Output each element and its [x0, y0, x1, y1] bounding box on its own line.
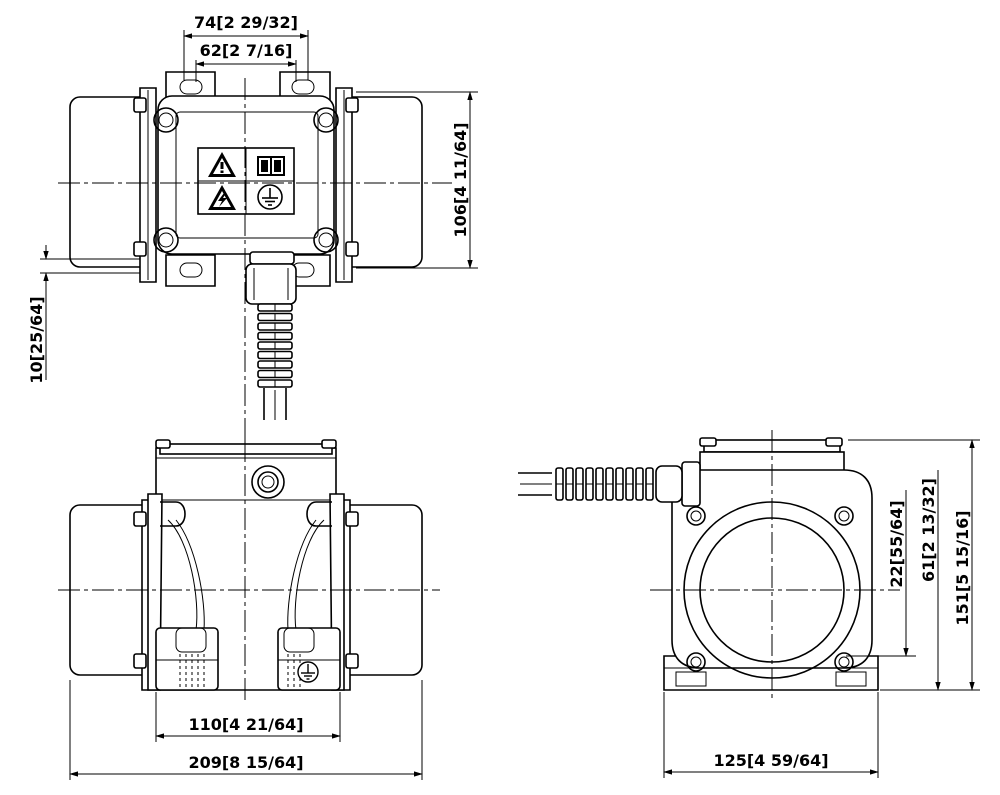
- dim-side-center-to-foot: 22[55/64]: [887, 500, 906, 587]
- dim-side-base-width: 125[4 59/64]: [713, 751, 828, 770]
- front-terminal-lid: [159, 443, 333, 455]
- top-foot-lower-left: [165, 254, 216, 287]
- top-slot-ur: [291, 79, 315, 95]
- front-view: [58, 439, 440, 700]
- top-slot-ll: [179, 262, 203, 278]
- front-cable-gland: [251, 465, 285, 499]
- top-bolt-4: [345, 241, 359, 257]
- top-view-dimensions: 74[2 29/32] 62[2 7/16] 106[4 11/64] 10[2…: [27, 13, 478, 384]
- dim-top-inner-bolt-spacing: 62[2 7/16]: [200, 41, 293, 60]
- front-foot-left: [155, 627, 219, 691]
- side-flange-screws: [686, 506, 854, 672]
- front-view-dimensions: 110[4 21/64] 209[8 15/64]: [69, 680, 423, 780]
- top-cable-gland: [245, 251, 297, 305]
- top-slot-ul: [179, 79, 203, 95]
- front-lid-screw-left: [155, 439, 171, 449]
- read-manual-book-icon: [257, 156, 285, 176]
- front-lifting-lug-left: [160, 501, 186, 527]
- top-corner-screws: [153, 107, 339, 253]
- dim-top-outer-bolt-spacing: 74[2 29/32]: [194, 13, 298, 32]
- dim-foot-thickness: 10[25/64]: [27, 296, 46, 383]
- ground-symbol-icon: [257, 184, 283, 210]
- electric-hazard-icon: [208, 185, 236, 210]
- top-cable-strain-relief: [257, 303, 293, 388]
- dim-top-height: 106[4 11/64]: [451, 122, 470, 237]
- top-view: [58, 71, 452, 440]
- dim-side-overall-height: 151[5 15/16]: [953, 510, 972, 625]
- top-bolt-1: [133, 97, 147, 113]
- side-cable-gland: [655, 461, 701, 507]
- front-ground-icon: [297, 661, 319, 683]
- dim-front-bolt-spacing: 110[4 21/64]: [188, 715, 303, 734]
- side-cable-strain-relief: [555, 467, 654, 501]
- top-cable: [263, 388, 287, 420]
- dim-side-axis-height: 61[2 13/32]: [919, 478, 938, 582]
- top-bolt-3: [133, 241, 147, 257]
- front-foot-bolt-hatch: [179, 654, 301, 690]
- side-view: [518, 430, 900, 700]
- side-cable: [518, 472, 552, 496]
- front-lid-screw-right: [321, 439, 337, 449]
- warning-triangle-icon: [208, 152, 236, 177]
- front-lifting-lug-right: [306, 501, 332, 527]
- dim-front-overall-width: 209[8 15/64]: [188, 753, 303, 772]
- top-terminal-cover: [175, 111, 319, 239]
- top-bolt-2: [345, 97, 359, 113]
- side-view-dimensions: 125[4 59/64] 22[55/64] 61[2 13/32] 151[5…: [663, 439, 980, 778]
